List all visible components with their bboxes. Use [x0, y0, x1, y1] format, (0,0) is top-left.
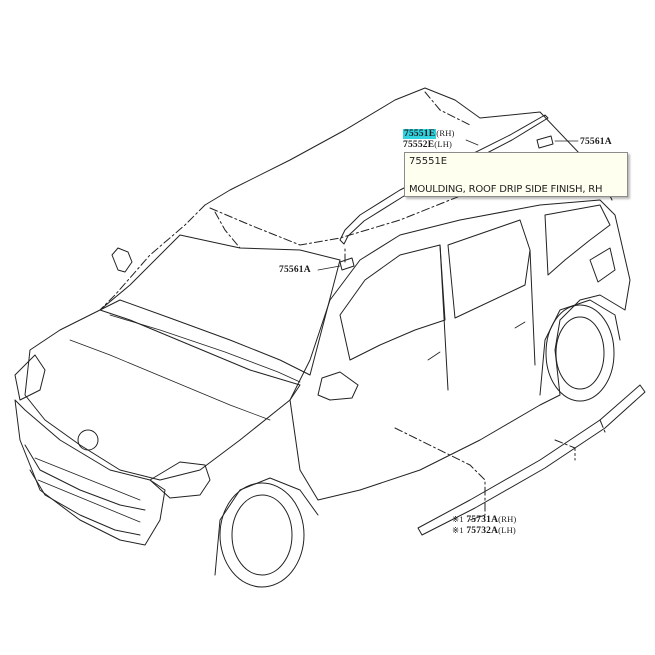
- tooltip-part-name: MOULDING, ROOF DRIP SIDE FINISH, RH: [409, 184, 603, 195]
- front-wheel-inner: [231, 494, 293, 576]
- front-bumper: [14, 399, 166, 546]
- grille-lower: [29, 469, 141, 536]
- rocker-moulding: [417, 384, 646, 536]
- callout-75561a-right[interactable]: 75561A: [580, 137, 612, 147]
- rear-lamp: [589, 247, 616, 283]
- right-mirror: [317, 371, 359, 401]
- front-wheel: [219, 482, 305, 588]
- callout-code: 75561A: [279, 265, 311, 275]
- rear-wheel-inner: [555, 316, 605, 390]
- part-tooltip: 75551E MOULDING, ROOF DRIP SIDE FINISH, …: [404, 152, 628, 197]
- door-handle-rear: [514, 321, 526, 329]
- roof-mid-line: [214, 211, 241, 249]
- hood: [24, 309, 301, 481]
- callout-code: 75732A: [466, 526, 499, 536]
- door-handle-front: [427, 351, 441, 361]
- callout-75552e[interactable]: 75552E(LH): [403, 139, 452, 150]
- callout-suffix: (RH): [498, 514, 517, 524]
- callout-code: 75552E: [403, 140, 435, 150]
- callout-75561a-left[interactable]: 75561A: [279, 265, 311, 275]
- windshield-inner: [109, 314, 301, 383]
- leader-rocker: [394, 427, 486, 516]
- callout-code: 75561A: [580, 137, 612, 147]
- rear-wheel: [545, 304, 615, 402]
- callout-75731a[interactable]: ※1 75731A(RH): [452, 514, 516, 525]
- clip-75561a-left: [339, 257, 355, 271]
- emblem: [77, 429, 99, 451]
- callout-prefix: ※1: [452, 525, 464, 535]
- leader-rocker-2: [554, 439, 576, 461]
- roof-outline: [204, 87, 613, 206]
- callout-code: 75731A: [466, 515, 499, 525]
- door-line-front: [439, 244, 449, 391]
- leader-rocker-3: [599, 419, 606, 433]
- clip-75561a-right: [536, 135, 554, 149]
- left-mirror: [111, 247, 133, 273]
- grille-upper: [24, 444, 146, 511]
- callout-code-highlight: 75551E: [403, 129, 437, 139]
- side-body: [289, 199, 631, 501]
- grille-bar-2: [37, 479, 141, 523]
- callout-75551e[interactable]: 75551E(RH): [403, 128, 455, 139]
- roof-right-line: [424, 91, 471, 126]
- callout-suffix: (LH): [498, 525, 516, 535]
- rear-door-window: [447, 219, 531, 319]
- quarter-window: [544, 204, 611, 276]
- leader-c5: [469, 514, 486, 521]
- tooltip-part-code: 75551E: [409, 156, 448, 167]
- rear-wheel-arch: [539, 299, 621, 396]
- roof-drip-moulding: [339, 114, 549, 245]
- hood-crease: [69, 339, 271, 421]
- callout-prefix: ※1: [452, 514, 464, 524]
- leader-c1: [465, 139, 479, 146]
- leader-c3: [317, 265, 341, 271]
- front-wheel-arch: [214, 477, 319, 576]
- roof-left-edge: [99, 204, 206, 311]
- grille-bar-1: [34, 457, 141, 501]
- headlamp-left: [14, 354, 46, 401]
- windshield: [99, 234, 341, 376]
- callout-suffix: (LH): [434, 139, 453, 149]
- front-door-window: [339, 244, 446, 361]
- headlamp-right: [149, 461, 211, 499]
- callout-suffix: (RH): [436, 128, 455, 138]
- callout-75732a[interactable]: ※1 75732A(LH): [452, 525, 516, 536]
- door-line-rear: [529, 249, 536, 366]
